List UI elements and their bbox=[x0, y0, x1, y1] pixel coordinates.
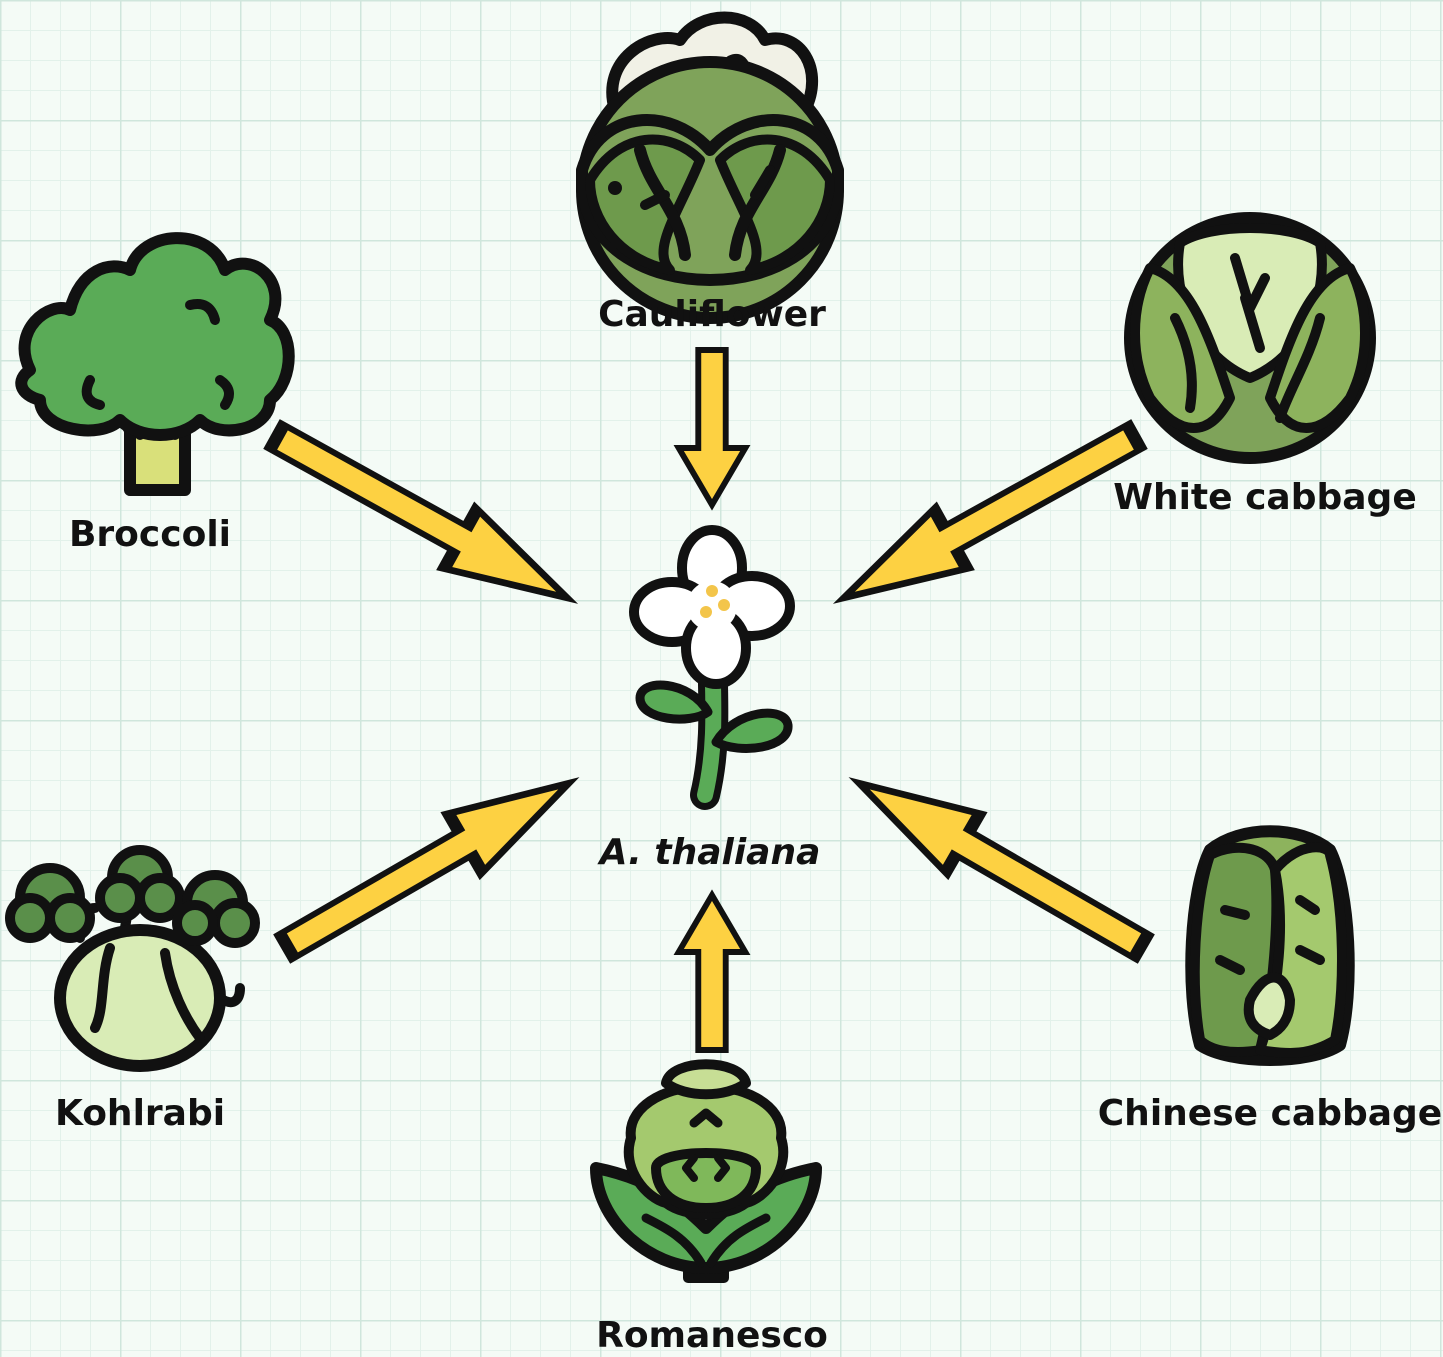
chinese-cabbage-icon bbox=[1191, 831, 1348, 1060]
vegetable-label-chinese-cabbage: Chinese cabbage bbox=[1098, 1096, 1442, 1132]
flower-icon bbox=[634, 530, 790, 795]
arrow-broccoli bbox=[261, 407, 584, 627]
arrow-cauliflower bbox=[679, 350, 746, 505]
vegetable-label-kohlrabi: Kohlrabi bbox=[55, 1096, 225, 1132]
vegetable-label-cauliflower: Cauliflower bbox=[598, 297, 826, 333]
vegetable-label-romanesco: Romanesco bbox=[596, 1318, 828, 1354]
center-label: A. thaliana bbox=[600, 835, 821, 871]
arrow-chinese-cabbage bbox=[842, 754, 1158, 976]
arrow-white-cabbage bbox=[827, 407, 1150, 627]
vegetable-label-white-cabbage: White cabbage bbox=[1113, 480, 1417, 516]
cauliflower-icon bbox=[582, 18, 838, 319]
arrow-romanesco bbox=[679, 895, 746, 1050]
broccoli-icon bbox=[21, 238, 288, 490]
kohlrabi-icon bbox=[10, 850, 255, 1066]
vegetable-label-broccoli: Broccoli bbox=[69, 517, 231, 553]
romanesco-icon bbox=[596, 1064, 816, 1278]
white-cabbage-icon bbox=[1130, 218, 1370, 458]
arrow-kohlrabi bbox=[270, 754, 586, 976]
